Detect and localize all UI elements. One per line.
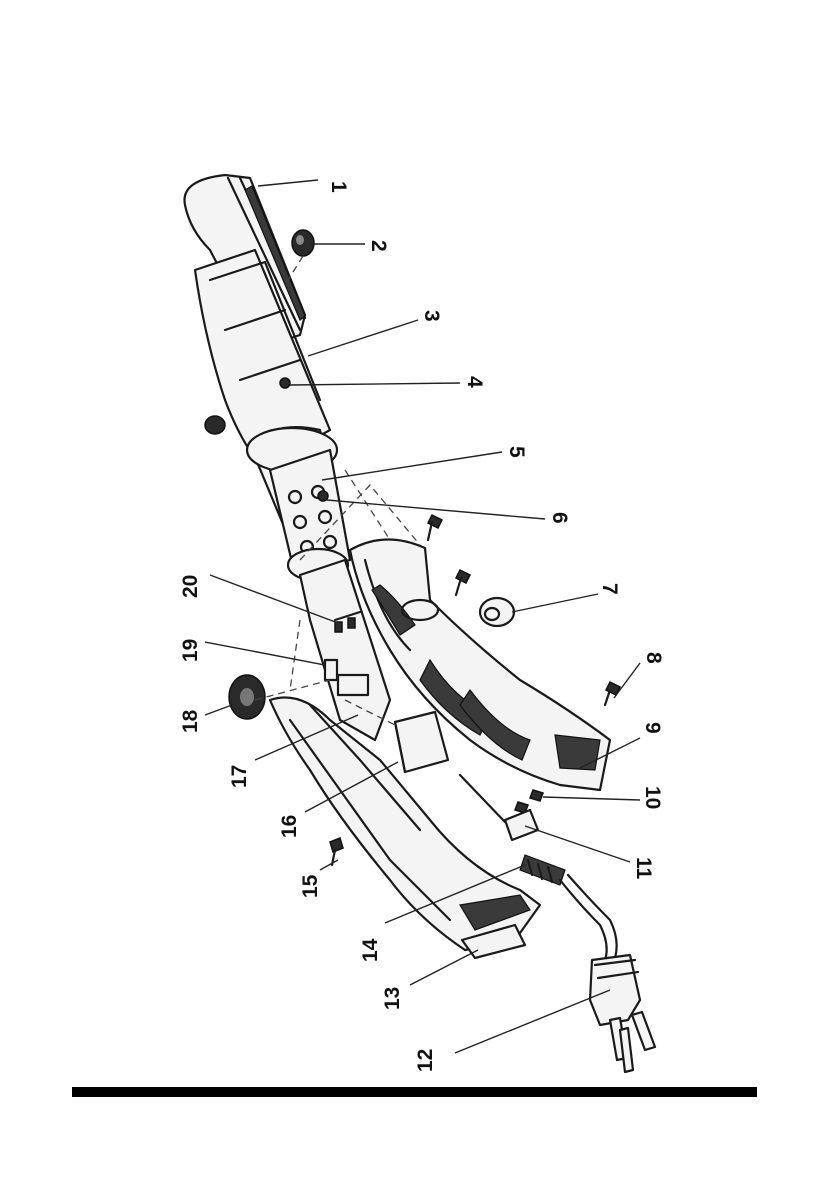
part-label-1: 1 — [327, 181, 350, 193]
part-label-8: 8 — [642, 652, 665, 664]
part-label-16: 16 — [278, 815, 301, 838]
part-5-perforated-tube — [247, 427, 350, 581]
part-label-10: 10 — [641, 786, 664, 809]
part-label-15: 15 — [299, 874, 322, 898]
part-16-module-box — [395, 712, 448, 772]
part-label-14: 14 — [359, 938, 382, 962]
part-label-19: 19 — [179, 639, 202, 662]
part-18-knob — [229, 675, 265, 719]
part-label-17: 17 — [228, 765, 251, 788]
part-14-strain-relief — [520, 855, 565, 885]
part-label-2: 2 — [367, 240, 390, 252]
right-handle-shell — [350, 539, 610, 790]
part-label-12: 12 — [414, 1049, 437, 1072]
part-label-20: 20 — [179, 575, 202, 598]
part-label-5: 5 — [505, 446, 528, 458]
part-7-bushing — [480, 598, 514, 626]
part-label-18: 18 — [179, 709, 202, 733]
part-label-7: 7 — [598, 583, 621, 595]
part-12-cord-plug — [560, 875, 655, 1072]
part-label-9: 9 — [641, 722, 664, 734]
part-label-6: 6 — [548, 512, 571, 524]
part-4-pin — [280, 378, 290, 388]
part-label-11: 11 — [632, 857, 655, 880]
part-label-13: 13 — [381, 987, 404, 1010]
part-label-4: 4 — [463, 376, 486, 388]
bottom-rule — [72, 1087, 757, 1097]
part-label-3: 3 — [420, 310, 443, 322]
